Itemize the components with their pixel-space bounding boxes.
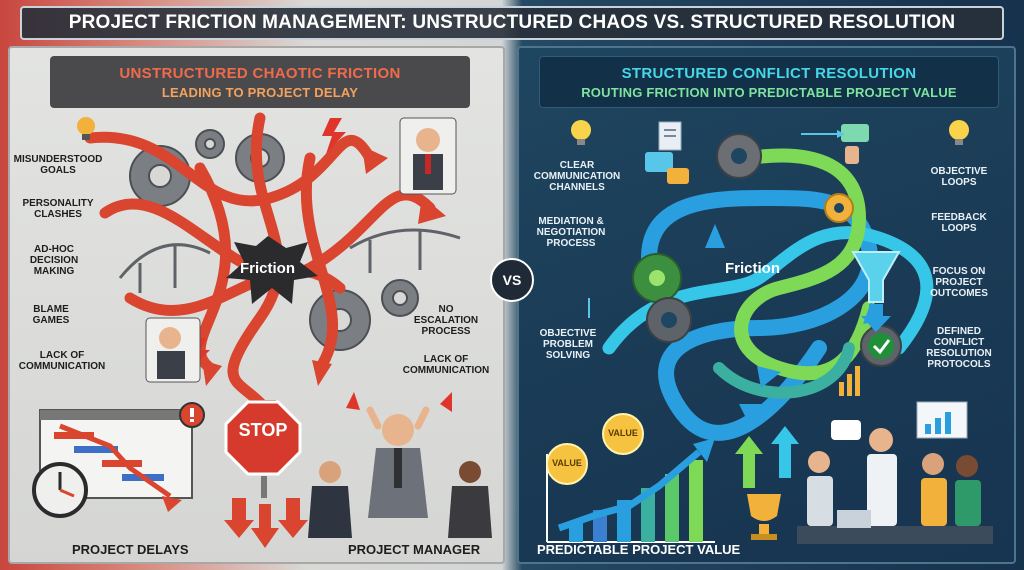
lightbulb-icon bbox=[571, 120, 969, 145]
upward-arrows bbox=[735, 426, 799, 488]
green-flow-pipe bbox=[734, 148, 876, 381]
team-meeting-figure bbox=[797, 428, 993, 544]
blaming-person-figure bbox=[145, 317, 201, 383]
checkmark-icon bbox=[868, 333, 894, 359]
broken-bridge-icon bbox=[118, 228, 461, 293]
arguing-person-right-figure bbox=[448, 461, 492, 538]
stop-sign-text: STOP bbox=[238, 420, 288, 440]
label-project-delays: PROJECT DELAYS bbox=[72, 542, 189, 557]
label-predictable-project-value: PREDICTABLE PROJECT VALUE bbox=[537, 542, 741, 557]
resolution-illustration bbox=[546, 120, 993, 544]
chaos-subheading: LEADING TO PROJECT DELAY bbox=[161, 84, 359, 100]
speech-bubble-icon bbox=[831, 420, 861, 440]
blue-flow-pipe bbox=[641, 189, 879, 441]
label-mediation-negotiation: MEDIATION & NEGOTIATION PROCESS bbox=[536, 216, 606, 249]
label-misunderstood-goals: MISUNDERSTOOD GOALS bbox=[13, 154, 103, 176]
growth-chart bbox=[546, 438, 715, 543]
value-coin-2 bbox=[602, 413, 644, 455]
teal-flow-pipe bbox=[713, 342, 855, 399]
value-badge-1: VALUE bbox=[552, 458, 582, 468]
label-project-manager: PROJECT MANAGER bbox=[348, 542, 481, 557]
value-coin-1 bbox=[546, 443, 588, 485]
friction-burst bbox=[226, 236, 318, 304]
title-bar: PROJECT FRICTION MANAGEMENT: UNSTRUCTURE… bbox=[20, 6, 1004, 40]
angry-manager-figure bbox=[399, 117, 457, 195]
label-objective-problem-solving: OBJECTIVE PROBLEM SOLVING bbox=[539, 328, 597, 361]
bar-chart-icon bbox=[839, 366, 860, 396]
label-personality-clashes: PERSONALITY CLASHES bbox=[22, 198, 94, 220]
cyan-flow-pipe bbox=[602, 226, 934, 355]
label-focus-on-outcomes: FOCUS ON PROJECT OUTCOMES bbox=[930, 266, 988, 299]
label-no-escalation: NO ESCALATION PROCESS bbox=[413, 304, 479, 337]
chat-bubble-icon bbox=[645, 124, 869, 184]
resolution-heading-box: STRUCTURED CONFLICT RESOLUTION ROUTING F… bbox=[539, 56, 999, 108]
label-adhoc-decision: AD-HOC DECISION MAKING bbox=[29, 244, 79, 277]
lightbulb-icon bbox=[77, 117, 95, 140]
chaos-heading: UNSTRUCTURED CHAOTIC FRICTION bbox=[119, 64, 401, 82]
whiteboard-chart-icon bbox=[916, 401, 968, 439]
label-clear-communication: CLEAR COMMUNICATION CHANNELS bbox=[533, 160, 621, 193]
resolution-subheading: ROUTING FRICTION INTO PREDICTABLE PROJEC… bbox=[581, 84, 957, 100]
page-title: PROJECT FRICTION MANAGEMENT: UNSTRUCTURE… bbox=[68, 12, 956, 33]
hand-pointer-icon bbox=[845, 146, 859, 164]
stop-sign-icon bbox=[224, 400, 302, 498]
label-objective-loops: OBJECTIVE LOOPS bbox=[930, 166, 988, 188]
resolution-panel: STRUCTURED CONFLICT RESOLUTION ROUTING F… bbox=[517, 46, 1016, 564]
value-badge-2: VALUE bbox=[608, 428, 638, 438]
document-icon bbox=[658, 121, 682, 151]
label-defined-protocols: DEFINED CONFLICT RESOLUTION PROTOCOLS bbox=[926, 326, 992, 370]
stressed-manager-figure bbox=[366, 406, 430, 518]
label-lack-of-communication-left: LACK OF COMMUNICATION bbox=[18, 350, 106, 372]
trophy-icon bbox=[747, 494, 781, 540]
chaos-illustration bbox=[32, 112, 492, 548]
label-feedback-loops: FEEDBACK LOOPS bbox=[931, 212, 987, 234]
resolution-heading: STRUCTURED CONFLICT RESOLUTION bbox=[621, 64, 917, 82]
label-blame-games: BLAME GAMES bbox=[32, 304, 70, 326]
alarm-icon bbox=[179, 402, 205, 428]
chaos-friction-label: Friction bbox=[240, 260, 295, 277]
label-lack-of-communication-right: LACK OF COMMUNICATION bbox=[402, 354, 490, 376]
arguing-person-left-figure bbox=[308, 461, 352, 538]
chaos-panel: UNSTRUCTURED CHAOTIC FRICTION LEADING TO… bbox=[8, 46, 505, 564]
resolution-friction-label: Friction bbox=[725, 260, 780, 277]
clock-icon bbox=[32, 462, 88, 518]
anger-icon bbox=[346, 392, 452, 412]
funnel-icon bbox=[851, 251, 901, 303]
chaos-heading-box: UNSTRUCTURED CHAOTIC FRICTION LEADING TO… bbox=[50, 56, 470, 108]
vs-badge: VS bbox=[490, 258, 534, 302]
